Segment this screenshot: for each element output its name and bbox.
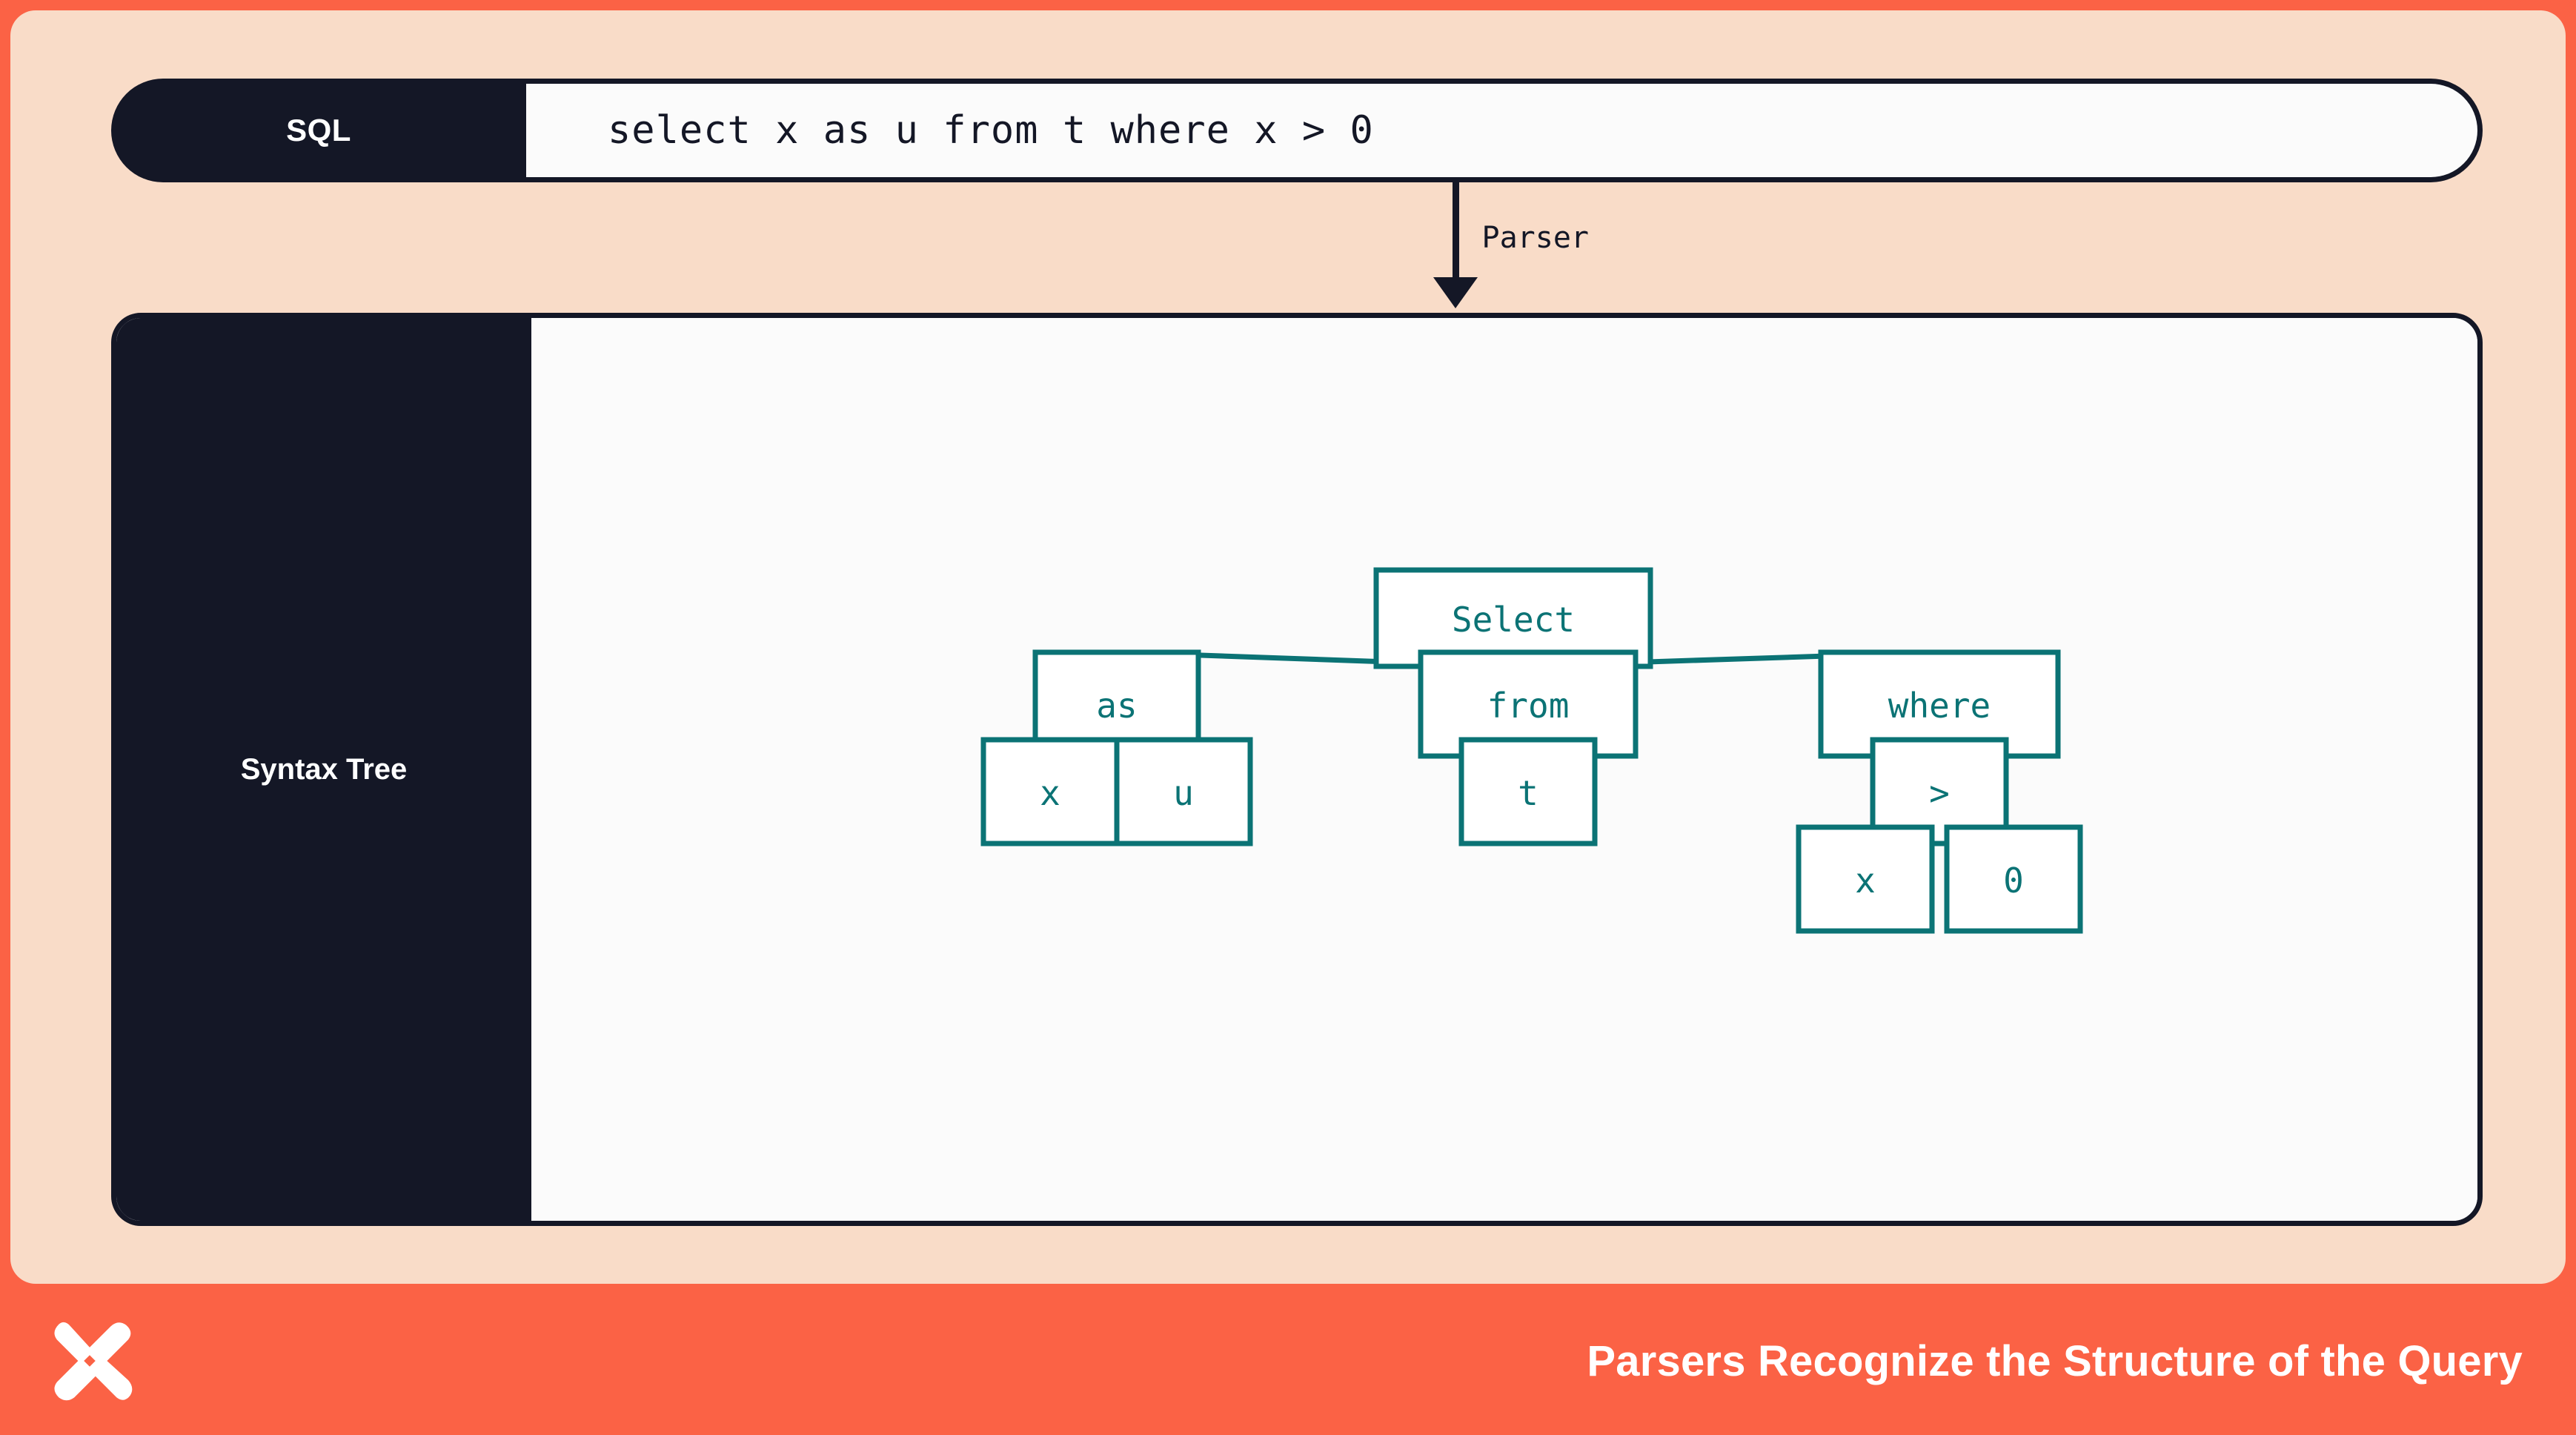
- tree-node[interactable]: u: [1114, 737, 1253, 846]
- tree-node[interactable]: t: [1458, 737, 1598, 846]
- content-card: SQL select x as u from t where x > 0 Par…: [10, 10, 2566, 1284]
- parser-arrow: Parser: [1381, 182, 1678, 316]
- tree-node-box: [980, 737, 1120, 846]
- syntax-tree-label: Syntax Tree: [116, 318, 531, 1221]
- sql-query-field[interactable]: select x as u from t where x > 0: [526, 79, 2483, 182]
- tree-node-label: where: [1888, 686, 1991, 726]
- tree-node[interactable]: x: [980, 737, 1120, 846]
- sql-row: SQL select x as u from t where x > 0: [111, 79, 2483, 182]
- syntax-tree-svg: Select as from where x u t > x 0: [980, 567, 2083, 934]
- footer-bar: Parsers Recognize the Structure of the Q…: [0, 1287, 2576, 1435]
- sql-label: SQL: [111, 79, 526, 182]
- sql-query-text: select x as u from t where x > 0: [608, 108, 1374, 153]
- tree-node[interactable]: from: [1418, 649, 1639, 759]
- syntax-tree-canvas: Select as from where x u t > x 0: [531, 318, 2477, 1221]
- tree-node-box: [1114, 737, 1253, 846]
- syntax-tree-panel: Syntax Tree Select as from where x u t > x 0: [111, 313, 2483, 1226]
- parser-label: Parser: [1481, 221, 1590, 255]
- tree-node-label: u: [1173, 773, 1194, 813]
- tree-node-label: as: [1096, 686, 1137, 726]
- tree-node-label: 0: [2003, 861, 2024, 901]
- tree-node-label: x: [1855, 861, 1876, 901]
- tree-node-box: [1796, 824, 1935, 934]
- tree-node-box: [1458, 737, 1598, 846]
- tree-node-label: t: [1518, 773, 1538, 813]
- footer-caption: Parsers Recognize the Structure of the Q…: [1587, 1336, 2523, 1385]
- tree-node-box: [1944, 824, 2083, 934]
- arrow-line-icon: [1453, 182, 1459, 283]
- tree-node-label: >: [1929, 773, 1950, 813]
- tree-node-label: from: [1487, 686, 1570, 726]
- tree-node-label: Select: [1452, 600, 1575, 640]
- tree-node[interactable]: 0: [1944, 824, 2083, 934]
- arrow-head-icon: [1433, 277, 1478, 308]
- tree-node[interactable]: x: [1796, 824, 1935, 934]
- star-logo-icon: [54, 1322, 133, 1401]
- tree-node-label: x: [1040, 773, 1060, 813]
